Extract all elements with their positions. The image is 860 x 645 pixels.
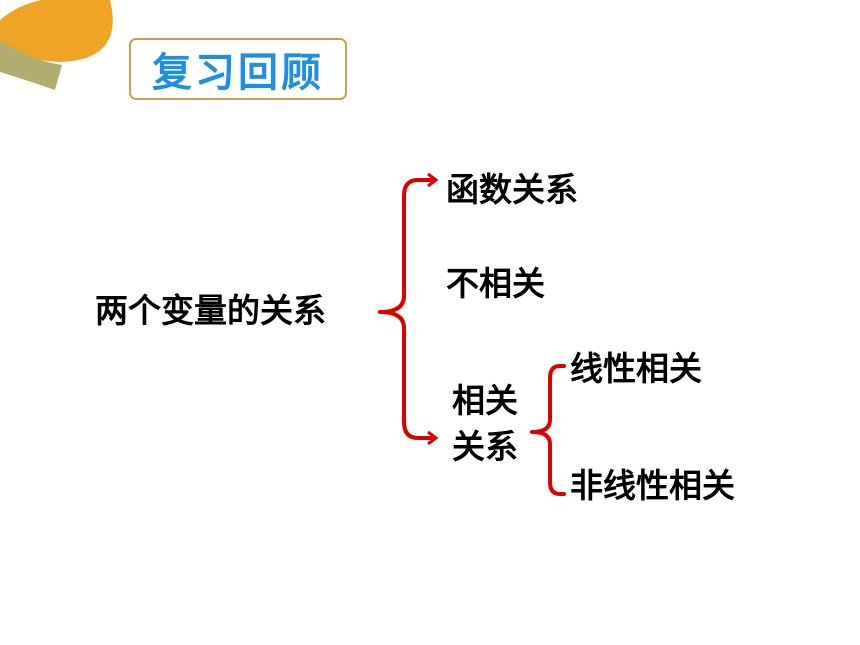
arrowhead-function xyxy=(427,172,439,188)
sub-brace xyxy=(530,364,566,496)
main-brace xyxy=(378,178,434,440)
sub-branch-linear: 线性相关 xyxy=(570,349,702,388)
sub-branch-nonlinear: 非线性相关 xyxy=(570,466,735,505)
arrowhead-correlated xyxy=(427,430,439,446)
title-box: 复习回顾 xyxy=(129,38,347,100)
root-node: 两个变量的关系 xyxy=(95,291,326,330)
branch-correlated-line2: 关系 xyxy=(452,427,518,466)
branch-correlated-line1: 相关 xyxy=(452,381,518,420)
branch-function: 函数关系 xyxy=(446,170,578,209)
branch-uncorrelated: 不相关 xyxy=(446,264,545,303)
slide-title: 复习回顾 xyxy=(152,50,324,96)
corner-decoration xyxy=(0,0,113,90)
